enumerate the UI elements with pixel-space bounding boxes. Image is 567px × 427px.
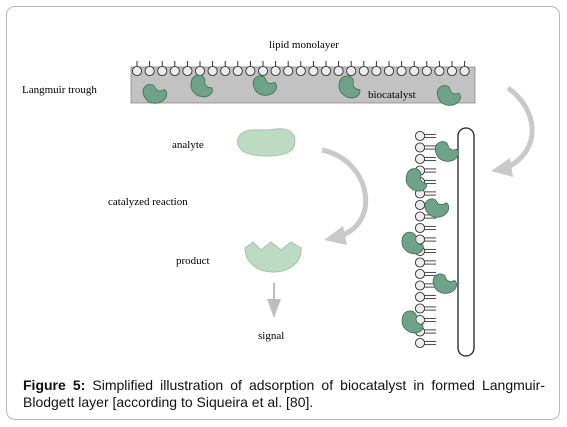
lipid-molecule [459,60,470,77]
lipid-molecule [396,60,407,77]
lipid-molecule [131,60,143,77]
lipid-molecule [414,257,437,268]
label-analyte: analyte [172,139,204,151]
lipid-molecule [245,60,256,77]
transferred-lipid-layer [414,130,437,349]
figure-caption: Figure 5: Simplified illustration of ads… [23,377,545,411]
lipid-molecule [308,60,319,77]
lipid-molecule [320,60,332,77]
lipid-molecule [194,60,206,77]
signal-arrow [267,283,281,318]
figure-label: Figure 5: [23,377,86,393]
lipid-molecule [270,60,281,77]
lipid-molecule [414,291,437,303]
lipid-molecule [414,153,437,165]
lipid-molecule [414,222,437,234]
label-lipid-monolayer: lipid monolayer [269,39,339,51]
transfer-arrow [491,85,535,177]
lipid-molecule [409,60,420,77]
lipid-molecule [295,60,306,77]
label-product: product [176,255,210,267]
analyte-shape [237,128,296,157]
label-langmuir-trough: Langmuir trough [22,84,97,96]
lipid-molecule [421,60,432,77]
lipid-molecule [434,60,445,77]
lipid-molecule [414,268,437,280]
lipid-molecule [144,60,155,77]
lipid-molecule [414,337,437,349]
lipid-molecule [414,130,437,142]
lipid-molecule [414,234,437,245]
lipid-molecule [220,60,231,77]
lipid-molecule [358,60,369,77]
lipid-molecule [383,60,395,77]
product-shape [244,241,302,273]
lipid-molecule [371,60,382,77]
lipid-molecule [446,60,458,77]
lipid-molecule [414,303,437,314]
lipid-molecule [182,60,193,77]
label-signal: signal [258,330,284,342]
lipid-molecule [257,60,269,77]
lipid-molecule [169,60,180,77]
lipid-molecule [207,60,218,77]
lipid-molecule [157,60,168,77]
lipid-molecule [333,60,344,77]
lipid-molecule [346,60,357,77]
adsorbed-biocatalyst [398,138,460,336]
caption-text: Simplified illustration of adsorption of… [23,377,545,410]
lipid-molecule [283,60,294,77]
label-biocatalyst: biocatalyst [368,89,416,101]
substrate-slide [457,127,475,357]
label-catalyzed-reaction: catalyzed reaction [108,196,188,208]
lipid-molecule [232,60,243,77]
lb-substrate [398,127,475,357]
reaction-arrow [321,147,369,245]
lipid-molecule [414,142,437,153]
